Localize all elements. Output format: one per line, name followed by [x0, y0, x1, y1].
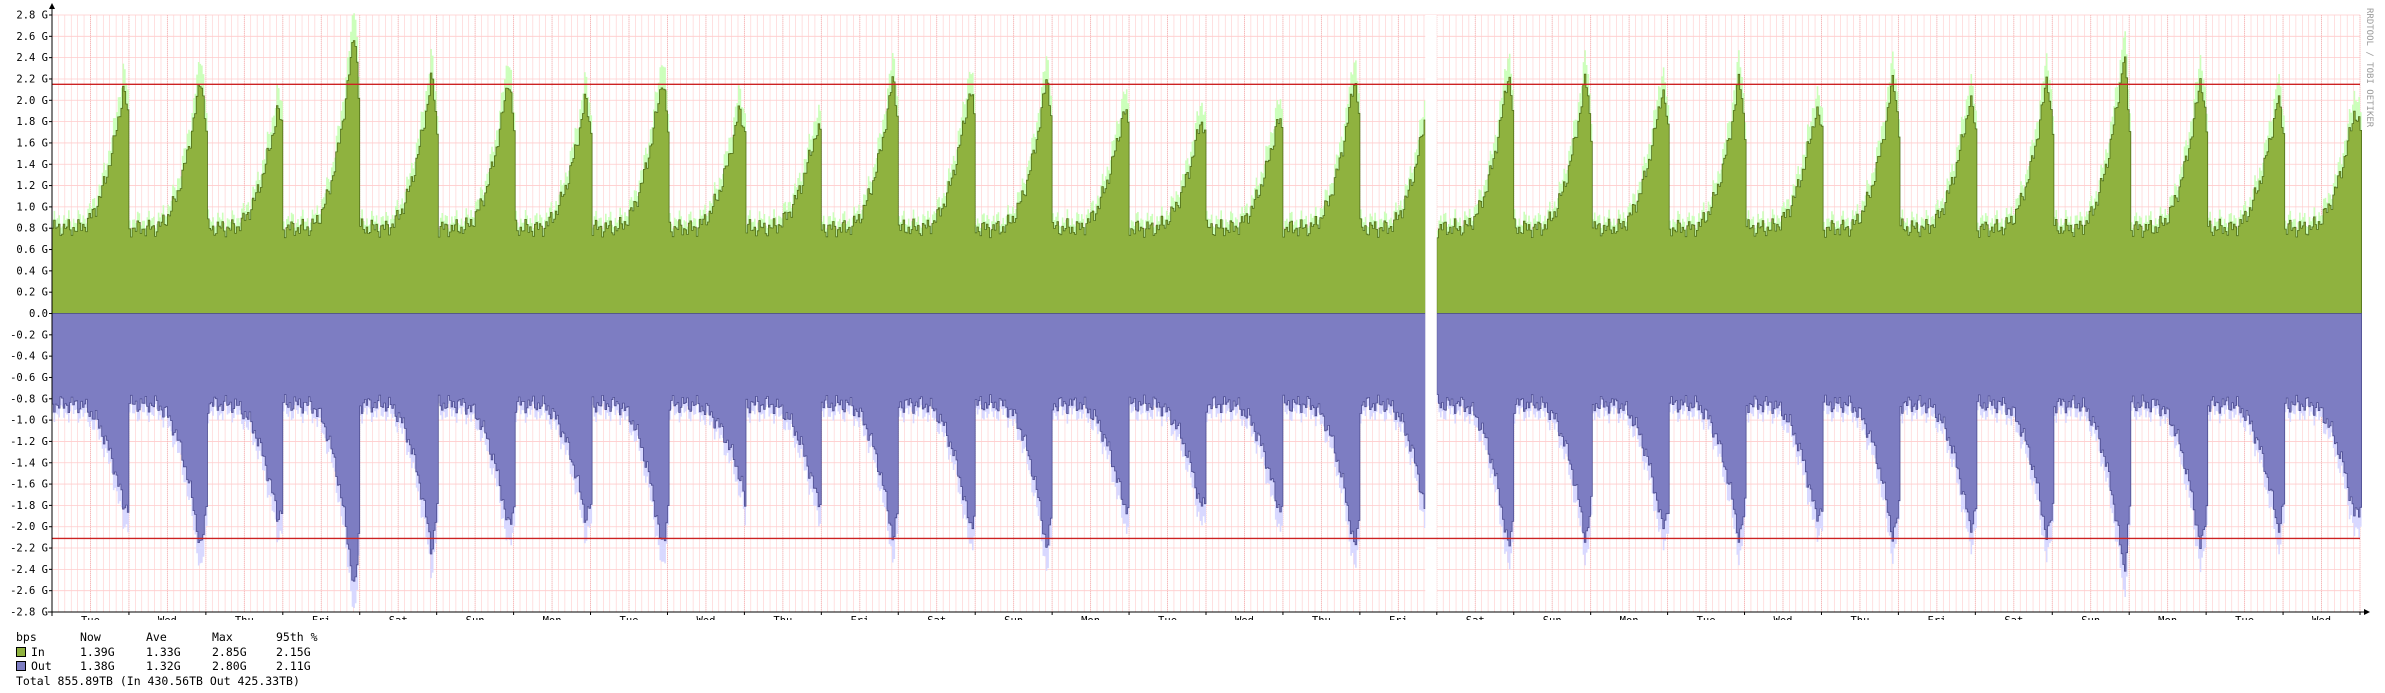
- x-tick-label: Fri: [1927, 615, 1946, 620]
- y-tick-label: -2.4 G: [10, 564, 48, 576]
- y-tick-label: -0.2 G: [10, 329, 48, 341]
- out-area: [51, 313, 2362, 582]
- y-tick-label: -0.8 G: [10, 393, 48, 405]
- legend-in-p95: 2.15G: [276, 644, 311, 659]
- legend-header-p95: 95th %: [276, 630, 318, 644]
- legend-out-max: 2.80G: [212, 659, 247, 673]
- x-tick-label: Wed: [1235, 615, 1254, 620]
- y-tick-label: -2.6 G: [10, 585, 48, 597]
- y-tick-label: -1.8 G: [10, 500, 48, 512]
- y-tick-label: 0.6 G: [16, 244, 48, 256]
- x-tick-label: Wed: [158, 615, 177, 620]
- y-tick-label: -1.6 G: [10, 479, 48, 491]
- legend-in-ave: 1.33G: [146, 644, 181, 659]
- x-axis-arrow: [2364, 609, 2370, 615]
- y-tick-label: 0.0: [29, 308, 48, 320]
- x-tick-label: Tue: [81, 615, 100, 620]
- y-tick-label: -0.4 G: [10, 351, 48, 363]
- x-tick-label: Wed: [696, 615, 715, 620]
- data-gap: [1425, 15, 1437, 612]
- legend-header-max: Max: [212, 630, 233, 644]
- y-tick-label: -1.2 G: [10, 436, 48, 448]
- x-tick-label: Thu: [235, 615, 254, 620]
- legend-swatch-in: [16, 646, 26, 657]
- x-tick-label: Tue: [1697, 615, 1716, 620]
- x-tick-label: Tue: [2235, 615, 2254, 620]
- y-tick-label: 1.8 G: [16, 116, 48, 128]
- y-tick-label: 1.0 G: [16, 201, 48, 213]
- y-tick-label: 2.4 G: [16, 52, 48, 64]
- y-tick-label: 2.0 G: [16, 95, 48, 107]
- legend-name-in: In: [31, 644, 45, 659]
- x-tick-label: Thu: [1312, 615, 1331, 620]
- legend-swatch-out: [16, 661, 26, 671]
- x-tick-label: Tue: [620, 615, 639, 620]
- y-tick-label: 0.4 G: [16, 265, 48, 277]
- x-tick-label: Sun: [1543, 615, 1562, 620]
- x-tick-label: Mon: [1620, 615, 1639, 620]
- y-tick-label: 1.4 G: [16, 159, 48, 171]
- y-tick-label: 0.8 G: [16, 223, 48, 235]
- x-tick-label: Mon: [543, 615, 562, 620]
- chart-svg: 2.8 G 2.6 G 2.4 G 2.2 G 2.0 G 1.8 G 1.6 G 1.4 G…: [10, 3, 2370, 627]
- y-tick-label: 0.2 G: [16, 287, 48, 299]
- y-tick-label: 1.2 G: [16, 180, 48, 192]
- x-tick-label: Mon: [2158, 615, 2177, 620]
- y-tick-label: -1.4 G: [10, 457, 48, 469]
- y-tick-label: -0.6 G: [10, 372, 48, 384]
- x-tick-label: Mon: [1081, 615, 1100, 620]
- in-area: [51, 40, 2362, 314]
- x-tick-label: Sun: [1004, 615, 1023, 620]
- y-axis-arrow: [49, 3, 55, 9]
- y-tick-label: 2.8 G: [16, 10, 48, 22]
- x-tick-label: Thu: [773, 615, 792, 620]
- y-tick-label: 2.2 G: [16, 73, 48, 85]
- y-tick-label: -2.8 G: [10, 607, 48, 619]
- x-tick-label: Fri: [850, 615, 869, 620]
- legend-name-out: Out: [31, 659, 52, 673]
- x-tick-label: Sun: [466, 615, 485, 620]
- x-tick-label: Sat: [2004, 615, 2023, 620]
- y-tick-label: 1.6 G: [16, 137, 48, 149]
- legend-header-ave: Ave: [146, 630, 167, 644]
- y-tick-label: -2.0 G: [10, 521, 48, 533]
- x-tick-label: Thu: [1850, 615, 1869, 620]
- x-tick-label: Tue: [1158, 615, 1177, 620]
- x-tick-label: Fri: [1389, 615, 1408, 620]
- legend-in-max: 2.85G: [212, 644, 247, 659]
- legend-out-ave: 1.32G: [146, 659, 181, 673]
- legend-total: Total 855.89TB (In 430.56TB Out 425.33TB…: [16, 673, 300, 688]
- legend-unit: bps: [16, 630, 37, 644]
- legend-header-now: Now: [80, 630, 101, 644]
- legend-out-now: 1.38G: [80, 659, 115, 673]
- rrdtool-watermark: RRDTOOL / TOBI OETIKER: [2364, 8, 2374, 128]
- x-tick-label: Sat: [927, 615, 946, 620]
- y-tick-label: -2.2 G: [10, 543, 48, 555]
- y-tick-label: -1.0 G: [10, 415, 48, 427]
- x-tick-label: Wed: [1774, 615, 1793, 620]
- x-tick-label: Wed: [2312, 615, 2331, 620]
- legend-out-p95: 2.11G: [276, 659, 311, 673]
- y-tick-label: 2.6 G: [16, 31, 48, 43]
- legend-in-now: 1.39G: [80, 644, 115, 659]
- x-tick-label: Sun: [2081, 615, 2100, 620]
- x-tick-label: Sat: [1466, 615, 1485, 620]
- x-tick-label: Fri: [312, 615, 331, 620]
- x-tick-label: Sat: [389, 615, 408, 620]
